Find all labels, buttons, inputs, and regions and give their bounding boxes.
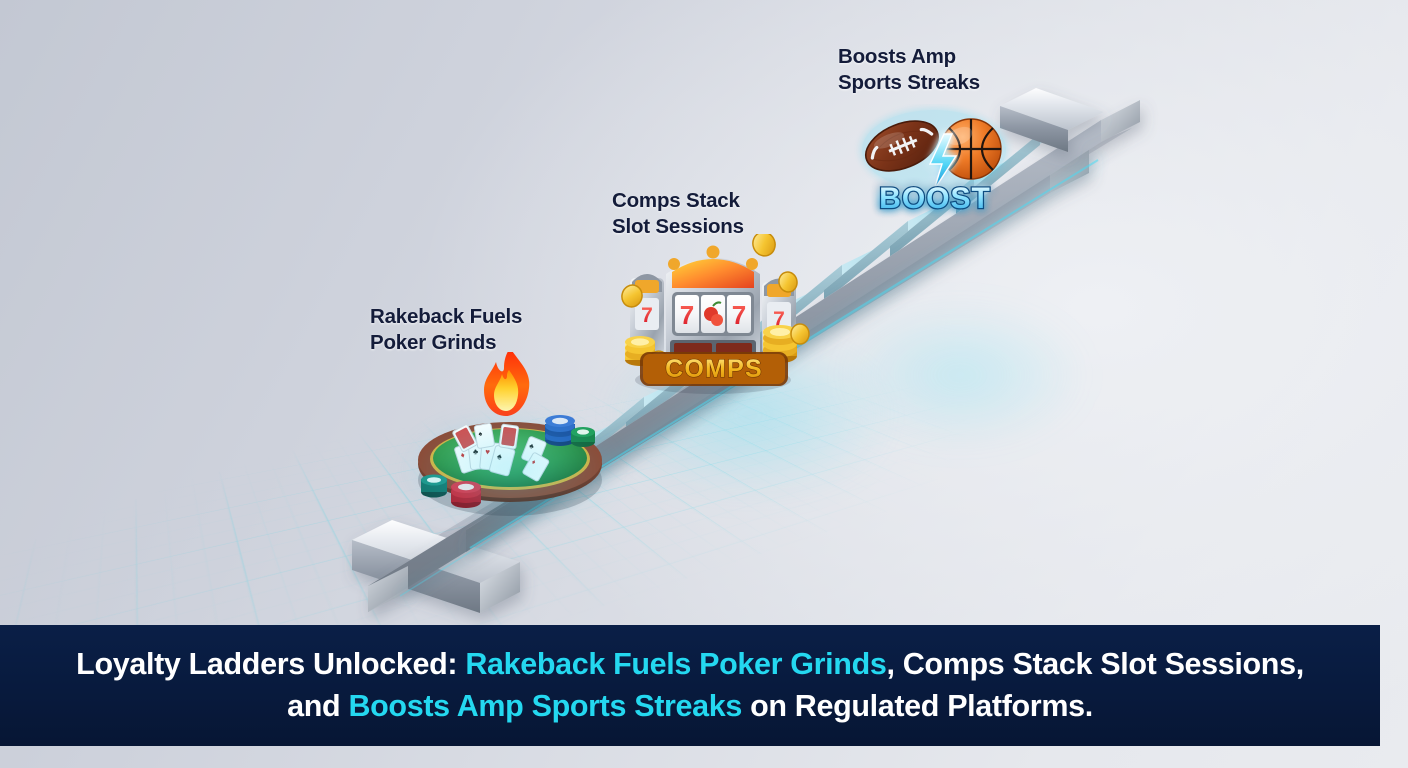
- caption-segment-0: Loyalty Ladders Unlocked:: [76, 646, 466, 681]
- caption-text: Loyalty Ladders Unlocked: Rakeback Fuels…: [56, 644, 1324, 728]
- svg-text:♥: ♥: [485, 447, 491, 456]
- ladder-foot-left: [352, 520, 520, 613]
- boost-badge: BOOST: [878, 181, 991, 217]
- svg-text:♦: ♦: [459, 450, 466, 460]
- playing-cards: ♦ ♣ ♥ ♠: [452, 422, 550, 482]
- slot-reel: [727, 295, 751, 333]
- caption-segment-3: Boosts Amp Sports Streaks: [348, 688, 742, 723]
- casino-chip-stack-teal: [421, 474, 447, 498]
- comps-badge-label: COMPS: [665, 355, 763, 383]
- football-icon: [865, 120, 939, 172]
- grid-glow-right: [830, 300, 1090, 450]
- boost-badge-label: BOOST: [879, 182, 991, 215]
- svg-text:♦: ♦: [530, 458, 537, 467]
- lightning-bolt-icon: [928, 133, 958, 191]
- flame-icon: [484, 348, 530, 416]
- comps-badge: COMPS: [640, 352, 788, 386]
- svg-text:7: 7: [773, 308, 785, 331]
- slot-reel: [675, 295, 699, 333]
- caption-bar: Loyalty Ladders Unlocked: Rakeback Fuels…: [0, 625, 1380, 746]
- svg-text:7: 7: [641, 304, 653, 327]
- svg-text:7: 7: [680, 300, 694, 330]
- slot-cabinet-main: 7 7: [666, 245, 760, 358]
- caption-segment-1: Rakeback Fuels Poker Grinds: [465, 646, 887, 681]
- svg-text:♣: ♣: [473, 447, 480, 457]
- casino-chip-stack-blue: [545, 415, 575, 446]
- slot-top-marquee: [672, 259, 754, 288]
- step-icon-poker-table: ♦ ♣ ♥ ♠: [396, 348, 626, 528]
- step-label-boosts: Boosts Amp Sports Streaks: [838, 45, 980, 95]
- caption-segment-2: , Comps Stack Slot Sessions, and: [287, 646, 1304, 723]
- step-icon-sports-boost: BOOST: [852, 104, 1018, 224]
- step-icon-slot-machine: 7 7 7 7: [612, 231, 814, 394]
- caption-segment-4: on Regulated Platforms.: [741, 688, 1093, 723]
- svg-text:♠: ♠: [496, 451, 503, 462]
- step-label-rakeback: Rakeback Fuels Poker Grinds: [370, 305, 523, 355]
- svg-text:♠: ♠: [478, 430, 483, 439]
- poker-table-glow: [396, 410, 626, 528]
- basketball-icon: [940, 118, 1002, 180]
- casino-chip-stack-green: [571, 427, 595, 447]
- step-label-comps: Comps Stack Slot Sessions: [612, 189, 744, 239]
- casino-chip-stack-red: [451, 481, 481, 508]
- svg-text:♣: ♣: [528, 442, 536, 451]
- coin-stack-left: [625, 336, 655, 366]
- svg-text:7: 7: [732, 300, 746, 330]
